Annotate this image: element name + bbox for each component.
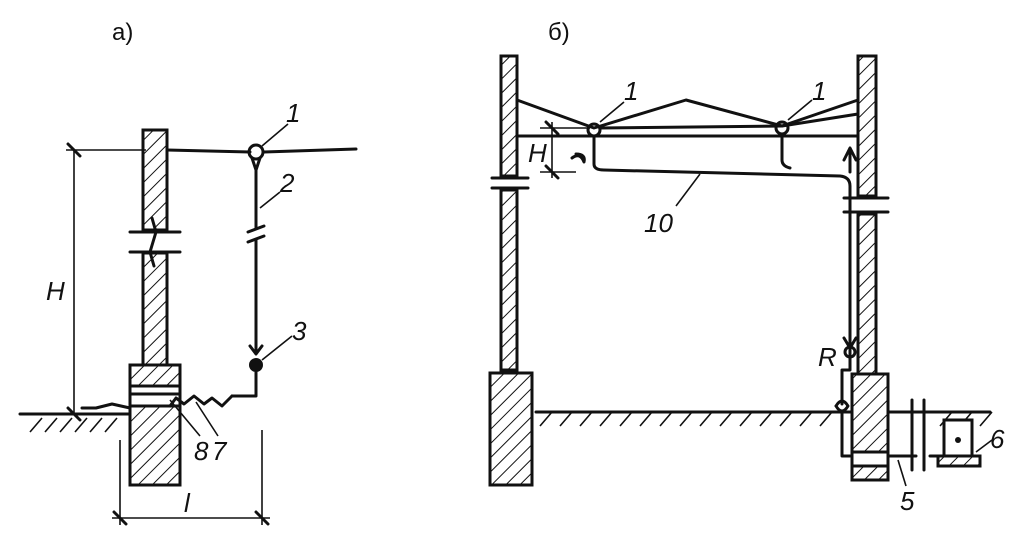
panel-a: а)	[18, 19, 358, 526]
dropper-a	[80, 168, 266, 410]
label-1-left-b: 1	[624, 76, 638, 106]
label-1-a: 1	[286, 98, 300, 128]
panel-b: б)	[488, 19, 1005, 516]
dim-h-label-b: H	[528, 138, 547, 168]
insulator-dot-icon	[249, 358, 263, 372]
column-right-b	[842, 54, 890, 482]
dimension-h-b: H	[528, 120, 590, 180]
label-7-a: 7	[212, 436, 228, 466]
label-5-b: 5	[900, 486, 915, 516]
dim-h-label-a: H	[46, 276, 65, 306]
catenary-b	[515, 98, 860, 138]
panel-a-label: а)	[112, 19, 133, 46]
label-10-b: 10	[644, 208, 673, 238]
label-3-a: 3	[292, 316, 307, 346]
column-left-b	[488, 54, 534, 487]
label-8-a: 8	[194, 436, 209, 466]
dimension-l-a: l	[112, 430, 270, 526]
label-2-a: 2	[279, 168, 295, 198]
callouts-b: 1 1 10 R 5 6	[599, 76, 1005, 516]
callouts-a: 1 2 3 8 7	[169, 98, 307, 466]
dim-l-label-a: l	[184, 488, 191, 518]
label-1-right-b: 1	[812, 76, 826, 106]
label-r-b: R	[818, 342, 837, 372]
column-a	[128, 128, 182, 487]
panel-b-label: б)	[548, 19, 570, 46]
overhead-wire-a	[165, 143, 358, 172]
grounding-b	[834, 336, 982, 472]
label-6-b: 6	[990, 424, 1005, 454]
dimension-h-a: H	[46, 142, 146, 422]
ground-line-b	[534, 410, 993, 427]
busbar-b	[570, 132, 858, 362]
